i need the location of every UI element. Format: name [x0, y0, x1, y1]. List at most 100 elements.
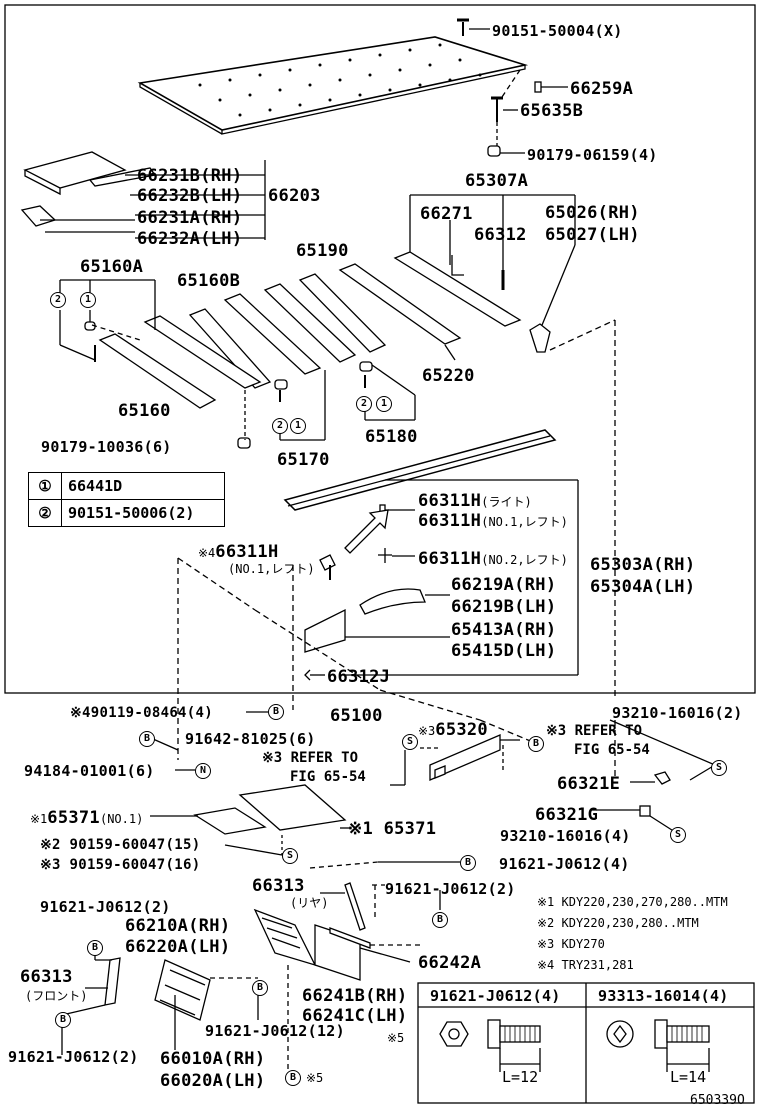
- bolt-marker-b: B: [268, 704, 284, 720]
- label-65304A: 65304A(LH): [590, 577, 696, 597]
- screw-marker-s: S: [282, 848, 298, 864]
- label-94184-01001: 94184-01001(6): [24, 762, 155, 780]
- label-66311H-s4: ※466311H: [198, 542, 279, 562]
- label-66271: 66271: [420, 204, 473, 224]
- label-66312: 66312: [474, 225, 527, 245]
- label-66313-rear: 66313: [252, 876, 305, 896]
- legend-part: 90151-50006(2): [61, 499, 225, 527]
- label-66220A: 66220A(LH): [125, 937, 231, 957]
- fastener-table-marker: ※5: [387, 1031, 405, 1045]
- circled-1-marker: 1: [376, 396, 392, 412]
- circled-2-marker: 2: [272, 418, 288, 434]
- label-66311H-no1-left: 66311H(NO.1,レフト): [418, 511, 568, 531]
- legend-row: ② 90151-50006(2): [28, 499, 225, 527]
- bolt-marker-b: B: [87, 940, 103, 956]
- label-66231A: 66231A(RH): [137, 208, 243, 228]
- label-65170: 65170: [277, 450, 330, 470]
- bolt-marker-b: B: [432, 912, 448, 928]
- circled-2-marker: 2: [356, 396, 372, 412]
- label-90159-60047-15: ※2 90159-60047(15): [40, 837, 201, 853]
- label-66232A: 66232A(LH): [137, 229, 243, 249]
- legend-row: ① 66441D: [28, 472, 225, 500]
- label-65027: 65027(LH): [545, 225, 640, 245]
- marker-s5: ※5: [306, 1071, 324, 1085]
- label-66010A: 66010A(RH): [160, 1049, 266, 1069]
- refer-note-b-line2: FIG 65-54: [574, 742, 650, 758]
- legend-symbol: ①: [28, 472, 62, 500]
- circled-1-marker: 1: [80, 292, 96, 308]
- screw-marker-s: S: [402, 734, 418, 750]
- label-65026: 65026(RH): [545, 203, 640, 223]
- legend-symbol: ②: [28, 499, 62, 527]
- label-66313-front-note: (フロント): [25, 989, 88, 1003]
- diagram-frame: [4, 4, 756, 694]
- fastener-col1-header: 91621-J0612(4): [430, 987, 561, 1005]
- label-66219B: 66219B(LH): [451, 597, 557, 617]
- label-66313-rear-note: (リヤ): [290, 896, 329, 910]
- label-90151-50004: 90151-50004(X): [492, 22, 623, 40]
- screw-marker-s: S: [711, 760, 727, 776]
- figure-id: 650339O: [690, 1093, 745, 1108]
- label-65415D: 65415D(LH): [451, 641, 557, 661]
- label-91621-J0612-2-bottom: 91621-J0612(2): [8, 1048, 139, 1066]
- label-65371: ※1 65371: [348, 819, 437, 839]
- label-65160A: 65160A: [80, 257, 144, 277]
- label-65413A: 65413A(RH): [451, 620, 557, 640]
- label-65371-no1: ※165371(NO.1): [30, 808, 144, 828]
- label-65220: 65220: [422, 366, 475, 386]
- refer-note-b-line1: ※3 REFER TO: [546, 723, 643, 739]
- label-66241B: 66241B(RH): [302, 986, 408, 1006]
- label-65303A: 65303A(RH): [590, 555, 696, 575]
- refer-note-a-line1: ※3 REFER TO: [262, 750, 359, 766]
- label-90119-08464: ※490119-08464(4): [70, 705, 213, 721]
- label-65307A: 65307A: [465, 171, 529, 191]
- label-66203: 66203: [268, 186, 321, 206]
- footnote-1: ※1 KDY220,230,270,280..MTM: [537, 895, 728, 909]
- fastener-col2-header: 93313-16014(4): [598, 987, 729, 1005]
- circled-2-marker: 2: [50, 292, 66, 308]
- fastener-col2-length: L=14: [670, 1068, 707, 1086]
- circled-1-marker: 1: [290, 418, 306, 434]
- label-66210A: 66210A(RH): [125, 916, 231, 936]
- bolt-marker-b: B: [139, 731, 155, 747]
- bolt-marker-b: B: [55, 1012, 71, 1028]
- label-65320: ※365320: [418, 720, 488, 740]
- label-66321G: 66321G: [535, 805, 599, 825]
- legend-table: ① 66441D ② 90151-50006(2): [28, 472, 225, 527]
- label-66232B: 66232B(LH): [137, 186, 243, 206]
- legend-part: 66441D: [61, 472, 225, 500]
- label-90159-60047-16: ※3 90159-60047(16): [40, 857, 201, 873]
- label-65160B: 65160B: [177, 271, 241, 291]
- label-66311H-s4-note: (NO.1,レフト): [228, 562, 315, 576]
- label-90179-10036: 90179-10036(6): [41, 438, 172, 456]
- label-66311H-no2-left: 66311H(NO.2,レフト): [418, 549, 568, 569]
- label-66219A: 66219A(RH): [451, 575, 557, 595]
- nut-marker-n: N: [195, 763, 211, 779]
- fastener-col1-length: L=12: [502, 1068, 539, 1086]
- footnote-3: ※3 KDY270: [537, 937, 605, 951]
- label-66312J: 66312J: [327, 667, 391, 687]
- label-66259A: 66259A: [570, 79, 634, 99]
- label-65190: 65190: [296, 241, 349, 261]
- label-66241C: 66241C(LH): [302, 1006, 408, 1026]
- refer-note-a-line2: FIG 65-54: [290, 769, 366, 785]
- label-91621-J0612-2-mid: 91621-J0612(2): [385, 880, 516, 898]
- label-91621-J0612-12: 91621-J0612(12): [205, 1022, 345, 1040]
- label-65635B: 65635B: [520, 101, 584, 121]
- label-66321E: 66321E: [557, 774, 621, 794]
- label-90179-06159: 90179-06159(4): [527, 146, 658, 164]
- label-66020A: 66020A(LH): [160, 1071, 266, 1091]
- label-91621-J0612-4: 91621-J0612(4): [499, 855, 630, 873]
- label-66311H-right: 66311H(ライト): [418, 491, 532, 511]
- footnote-4: ※4 TRY231,281: [537, 958, 634, 972]
- footnote-2: ※2 KDY220,230,280..MTM: [537, 916, 699, 930]
- screw-marker-s: S: [670, 827, 686, 843]
- bolt-marker-b: B: [528, 736, 544, 752]
- bolt-marker-b: B: [460, 855, 476, 871]
- bolt-marker-b: B: [252, 980, 268, 996]
- label-65100: 65100: [330, 706, 383, 726]
- label-66313-front: 66313: [20, 967, 73, 987]
- label-93210-16016-4: 93210-16016(4): [500, 827, 631, 845]
- label-91621-J0612-2-left: 91621-J0612(2): [40, 898, 171, 916]
